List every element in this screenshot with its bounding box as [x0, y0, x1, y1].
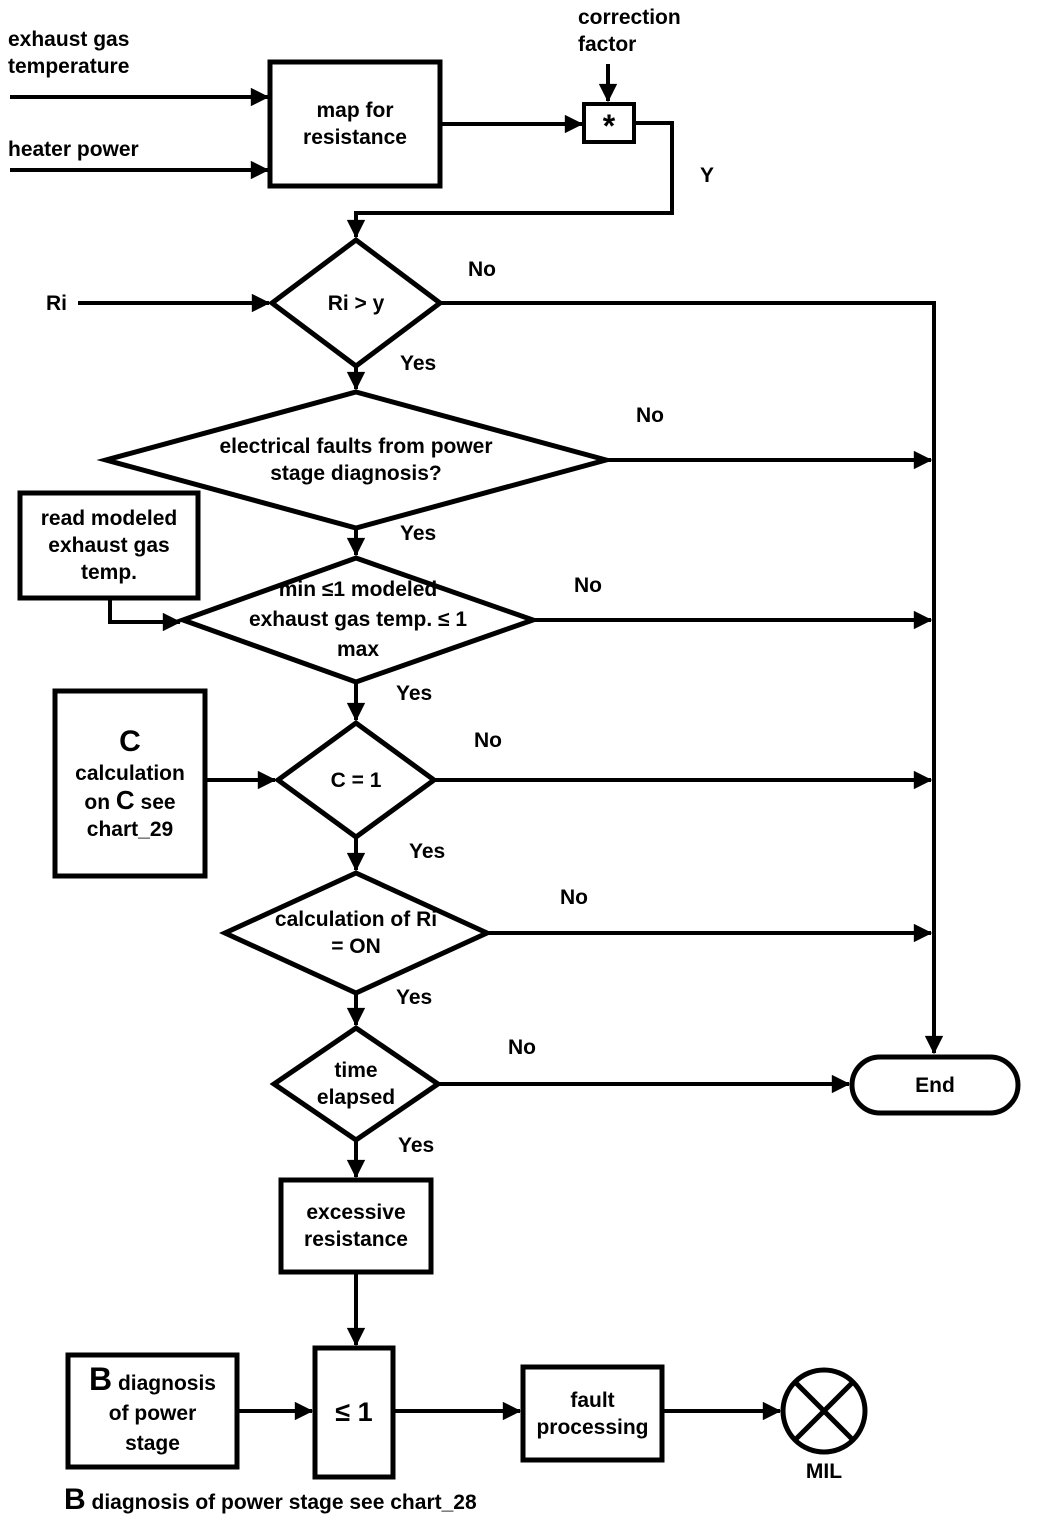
edge-read-modeled-to-range: [108, 598, 182, 632]
edge-multiplier-to-ri-check: [346, 121, 674, 239]
label-correction-factor: correction factor: [578, 6, 681, 56]
le1-label: ≤ 1: [335, 1397, 373, 1427]
multiplier-label: *: [602, 108, 616, 144]
c-check-diamond: [273, 719, 439, 841]
end-label: End: [915, 1073, 955, 1097]
c-calculation-line4: chart_29: [86, 818, 174, 841]
temp-range-diamond: [175, 555, 541, 685]
ri-check-yes-label: Yes: [400, 352, 437, 375]
label-y: Y: [700, 164, 715, 187]
temp-range-label: min ≤1 modeled exhaust gas temp. ≤ 1 max: [248, 578, 468, 661]
time-elapsed-diamond: [269, 1024, 443, 1144]
read-modeled-box: [17, 490, 201, 601]
footer-note: B diagnosis of power stage see chart_28: [64, 1483, 477, 1516]
label-ri-input: Ri: [46, 292, 67, 315]
c-calculation-line3: on C see: [84, 785, 176, 815]
ri-check-no-label: No: [468, 258, 496, 281]
fault-processing-box: [520, 1364, 665, 1463]
c-calculation-line2: calculation: [75, 762, 185, 785]
excessive-resistance-label: excessive resistance: [304, 1201, 408, 1251]
time-elapsed-yes-label: Yes: [398, 1134, 435, 1157]
map-for-resistance-box: [267, 59, 443, 189]
fault-processing-label: fault processing: [536, 1388, 649, 1439]
edge-ri-check-no: [440, 301, 944, 1055]
electrical-faults-diamond: [96, 389, 616, 531]
calc-ri-diamond: [218, 870, 494, 996]
b-diagnosis-box: [65, 1352, 240, 1470]
excessive-resistance-box: [278, 1177, 434, 1275]
b-diagnosis-line2: of power: [108, 1401, 197, 1425]
b-diagnosis-label: B diagnosis of power stage: [68, 1355, 237, 1467]
b-diagnosis-line3: stage: [125, 1431, 180, 1455]
temp-range-yes-label: Yes: [396, 682, 433, 705]
read-modeled-label: read modeled exhaust gas temp.: [40, 507, 178, 584]
c-check-no-label: No: [474, 729, 502, 752]
c-check-label: C = 1: [330, 768, 382, 792]
time-elapsed-no-label: No: [508, 1036, 536, 1059]
electrical-faults-no-label: No: [636, 404, 664, 427]
ri-check-diamond: [267, 236, 445, 370]
c-calculation-label: C calculation on C see chart_29: [55, 691, 205, 876]
temp-range-no-label: No: [574, 574, 602, 597]
c-calculation-box: [52, 688, 208, 879]
label-heater-power: heater power: [8, 138, 139, 161]
le1-box: [312, 1345, 396, 1480]
calc-ri-label: calculation of Ri = ON: [274, 908, 438, 958]
electrical-faults-yes-label: Yes: [400, 522, 437, 545]
electrical-faults-label: electrical faults from power stage diagn…: [219, 435, 493, 485]
mil-label: MIL: [805, 1459, 843, 1483]
label-exhaust-gas-temperature: exhaust gas temperature: [8, 28, 130, 78]
c-check-yes-label: Yes: [409, 840, 446, 863]
multiplier-box: [582, 102, 636, 144]
calc-ri-no-label: No: [560, 886, 588, 909]
ri-check-label: Ri > y: [327, 291, 385, 315]
calc-ri-yes-label: Yes: [396, 986, 433, 1009]
map-for-resistance-label: map for resistance: [303, 99, 407, 149]
time-elapsed-label: time elapsed: [316, 1059, 396, 1109]
end-terminator: [849, 1054, 1021, 1116]
c-calculation-line1: C: [119, 725, 141, 758]
mil-indicator-icon: [780, 1367, 868, 1455]
b-diagnosis-line1: B diagnosis: [89, 1360, 216, 1397]
